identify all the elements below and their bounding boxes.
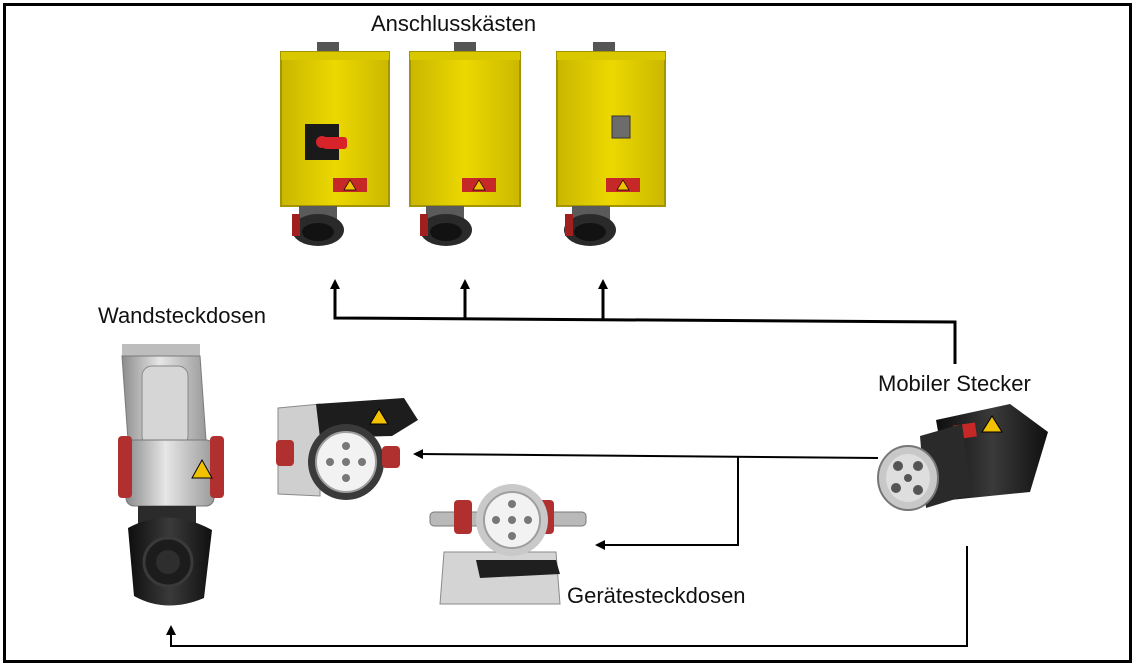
connector-to-wall-socket (166, 546, 968, 647)
socket-device-upper (276, 398, 418, 500)
label-wandsteckdosen: Wandsteckdosen (98, 303, 266, 328)
switch-handle-icon (323, 137, 347, 149)
label-anschlusskaesten: Anschlusskästen (371, 11, 537, 36)
junction-box-3 (556, 42, 666, 246)
junction-box-2 (409, 42, 521, 246)
connector-lines (166, 279, 968, 647)
socket-device-lower (429, 484, 587, 605)
mobile-plug-device (877, 404, 1048, 511)
junction-box-1 (280, 42, 390, 246)
label-mobiler-stecker: Mobiler Stecker (878, 371, 1031, 396)
wall-socket-device (118, 344, 224, 606)
label-geraetesteckdosen: Gerätesteckdosen (567, 583, 746, 608)
breaker-switch-icon (611, 115, 631, 139)
connector-to-socket-lower (595, 456, 739, 550)
connector-to-junction-boxes (330, 279, 957, 364)
warning-icon (191, 458, 213, 479)
connector-to-socket-upper (413, 449, 879, 460)
